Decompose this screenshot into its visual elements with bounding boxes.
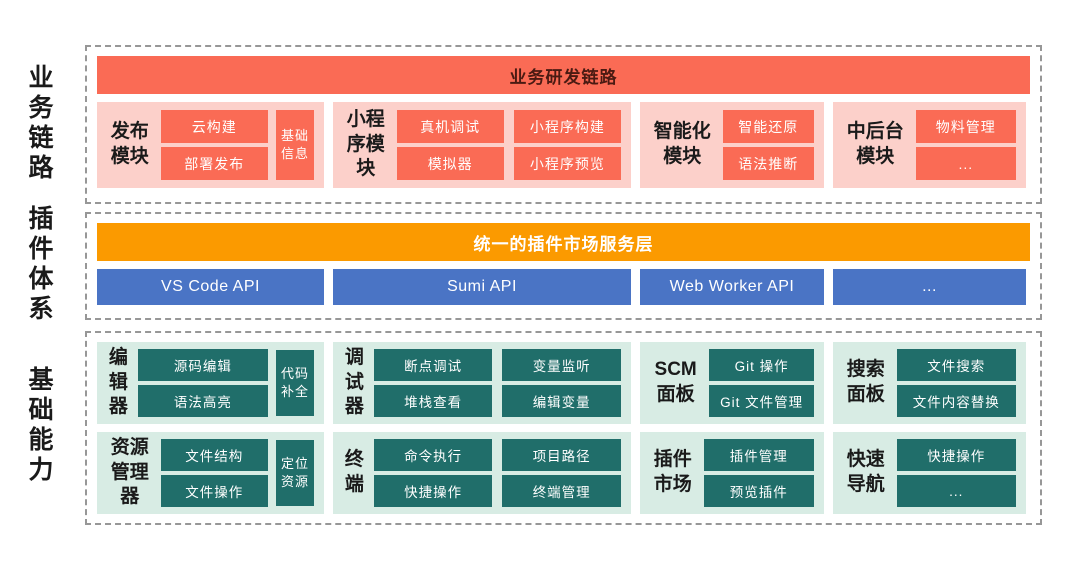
feature-box: 变量监听 [502,349,621,381]
feature-box: 文件搜索 [896,349,1016,381]
business-banner: 业务研发链路 [97,56,1030,94]
feature-box: 命令执行 [373,439,493,471]
feature-box: 部署发布 [160,147,268,180]
module-group-intelligent: 智能化模块 智能还原 语法推断 [640,102,824,188]
feature-box-tall: 代码补全 [276,350,314,416]
feature-box: 模拟器 [396,147,504,180]
section-plugin-system: 统一的插件市场服务层 VS Code API Sumi API Web Work… [85,212,1042,320]
feature-box: 文件操作 [160,475,268,507]
basic-row-1: 编辑器 源码编辑 语法高亮 代码补全 调试器 断点调试 变量监听 堆栈查看 编辑… [97,342,1030,424]
group-label: 资源管理器 [110,436,149,508]
panel-group-editor: 编辑器 源码编辑 语法高亮 代码补全 [97,342,324,424]
feature-box: ... [915,147,1016,180]
feature-box-tall: 定位资源 [276,440,314,506]
panel-group-search: 搜索面板 文件搜索 文件内容替换 [833,342,1026,424]
api-box-sumi: Sumi API [333,269,631,305]
group-label: 小程序模块 [346,108,385,180]
group-label: 发布模块 [110,121,149,167]
feature-box: 真机调试 [396,110,504,143]
panel-group-quick-nav: 快速导航 快捷操作 ... [833,432,1026,514]
api-row: VS Code API Sumi API Web Worker API ... [97,269,1030,305]
feature-box: 云构建 [160,110,268,143]
module-group-publish: 发布模块 云构建 部署发布 基础信息 [97,102,324,188]
panel-group-scm: SCM面板 Git 操作 Git 文件管理 [640,342,824,424]
group-label: 搜索面板 [846,359,885,405]
feature-box: 智能还原 [722,110,814,143]
module-group-miniprogram: 小程序模块 真机调试 小程序构建 模拟器 小程序预览 [333,102,631,188]
feature-box: 项目路径 [502,439,621,471]
feature-box: ... [896,475,1016,507]
feature-box: 语法高亮 [137,385,268,417]
feature-box: 物料管理 [915,110,1016,143]
side-label-plugin-system: 插件体系 [25,205,53,325]
feature-box: Git 操作 [709,349,814,381]
feature-box: 堆栈查看 [373,385,493,417]
group-label: 终端 [344,449,364,495]
feature-box: 终端管理 [502,475,621,507]
group-label: 快速导航 [846,449,885,495]
api-box-more: ... [833,269,1026,305]
api-box-webworker: Web Worker API [640,269,824,305]
business-groups-row: 发布模块 云构建 部署发布 基础信息 小程序模块 真机调试 小程序构建 模拟器 … [97,102,1030,188]
module-group-midplatform: 中后台模块 物料管理 ... [833,102,1026,188]
feature-box: 文件内容替换 [896,385,1016,417]
feature-box: 断点调试 [373,349,493,381]
feature-box: 源码编辑 [137,349,268,381]
side-label-business-links: 业务链路 [25,64,53,184]
plugin-market-banner: 统一的插件市场服务层 [97,223,1030,261]
feature-box: 预览插件 [703,475,814,507]
basic-row-2: 资源管理器 文件结构 文件操作 定位资源 终端 命令执行 项目路径 快捷操作 终… [97,432,1030,514]
feature-box: 语法推断 [722,147,814,180]
feature-box: 快捷操作 [373,475,493,507]
section-basic-capability: 编辑器 源码编辑 语法高亮 代码补全 调试器 断点调试 变量监听 堆栈查看 编辑… [85,331,1042,525]
feature-box: Git 文件管理 [709,385,814,417]
group-label: 中后台模块 [846,121,904,167]
panel-group-debugger: 调试器 断点调试 变量监听 堆栈查看 编辑变量 [333,342,631,424]
group-label: SCM面板 [654,359,697,405]
panel-group-plugin-market: 插件市场 插件管理 预览插件 [640,432,824,514]
panel-group-terminal: 终端 命令执行 项目路径 快捷操作 终端管理 [333,432,631,514]
feature-box: 编辑变量 [502,385,621,417]
feature-box-tall: 基础信息 [276,110,314,180]
section-business-links: 业务研发链路 发布模块 云构建 部署发布 基础信息 小程序模块 真机调试 小程序… [85,45,1042,204]
feature-box: 插件管理 [703,439,814,471]
panel-group-explorer: 资源管理器 文件结构 文件操作 定位资源 [97,432,324,514]
feature-box: 快捷操作 [896,439,1016,471]
feature-box: 小程序预览 [513,147,621,180]
side-label-basic-capability: 基础能力 [25,366,53,486]
group-label: 插件市场 [653,449,692,495]
group-label: 编辑器 [108,346,128,418]
feature-box: 文件结构 [160,439,268,471]
feature-box: 小程序构建 [513,110,621,143]
group-label: 调试器 [344,346,364,418]
group-label: 智能化模块 [653,121,711,167]
api-box-vscode: VS Code API [97,269,324,305]
